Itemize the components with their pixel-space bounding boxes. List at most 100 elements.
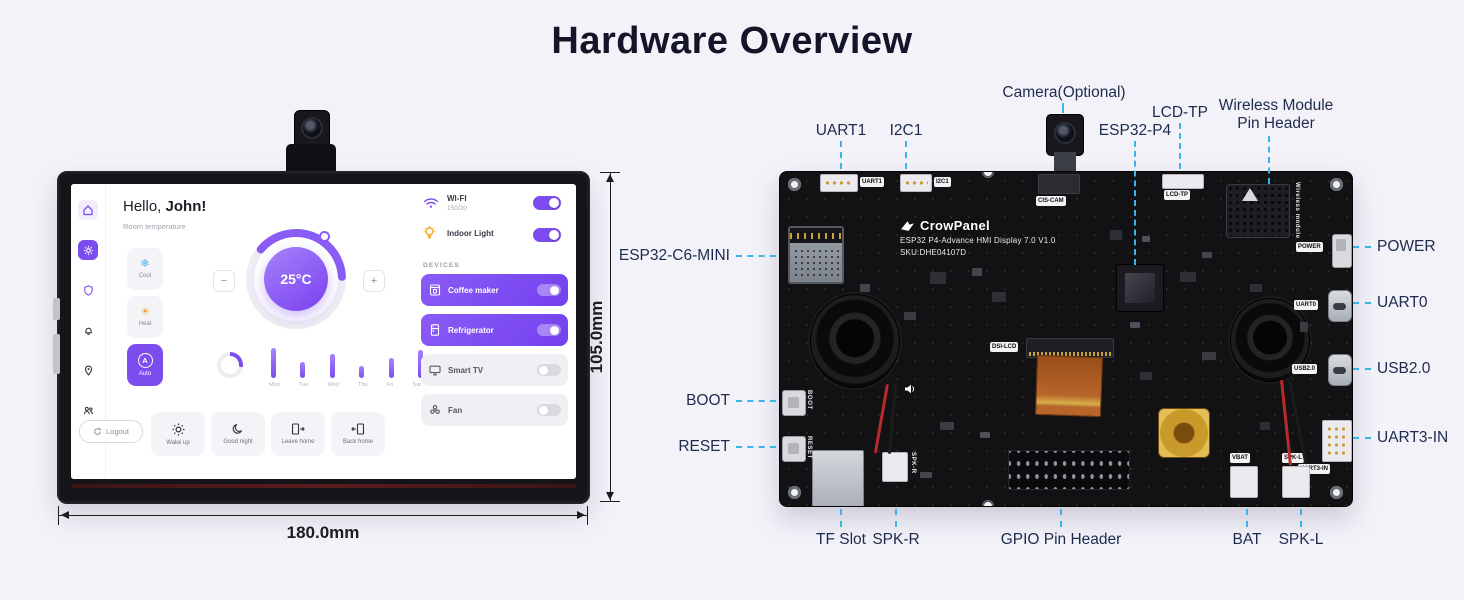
smd-chip xyxy=(1180,272,1196,282)
lcd-tp-silkscreen: LCD-TP xyxy=(1164,190,1190,200)
logout-button: Logout xyxy=(79,420,143,443)
greeting-text: Hello, John! xyxy=(123,198,206,215)
toggle-knob xyxy=(549,198,559,208)
mode-cool-label: Cool xyxy=(138,273,152,279)
shield-icon xyxy=(78,280,98,300)
callout-wireless-line2: Pin Header xyxy=(1237,115,1315,132)
callout-line-spk-r xyxy=(895,509,897,527)
spk-l-connector xyxy=(1282,466,1310,498)
connector-pins xyxy=(904,179,928,187)
wireless-module-header xyxy=(1226,184,1290,238)
callout-line-gpio xyxy=(1060,509,1062,527)
temperature-dial: 25°C xyxy=(241,224,351,334)
smd-chip xyxy=(930,272,946,284)
callout-i2c1: I2C1 xyxy=(889,122,923,139)
display-backlight-edge xyxy=(71,484,576,488)
day-label: Sat xyxy=(412,382,421,388)
callout-line-lcd-tp xyxy=(1179,123,1181,169)
timer-knob xyxy=(217,352,243,378)
smd-chip xyxy=(1260,422,1270,430)
room-temperature-label: Room temperature xyxy=(123,222,186,231)
shortcut-back-home: Back home xyxy=(331,412,385,456)
usage-bar xyxy=(359,366,365,378)
temperature-value: 25°C xyxy=(264,247,328,311)
temp-plus-button: + xyxy=(363,270,385,292)
board-camera-module xyxy=(1046,114,1084,156)
usage-bar xyxy=(271,348,276,378)
device-card-fan: Fan xyxy=(421,394,568,426)
users-icon xyxy=(78,400,98,420)
esp32-p4-chip xyxy=(1116,264,1164,312)
device-card-smart-tv: Smart TV xyxy=(421,354,568,386)
shortcut-label: Leave home xyxy=(281,439,315,445)
uart3-silkscreen: UART3-IN xyxy=(1298,464,1330,474)
callout-usb2: USB2.0 xyxy=(1377,360,1431,377)
day-label: Thu xyxy=(358,382,368,388)
boot-button xyxy=(782,390,806,416)
reset-button xyxy=(782,436,806,462)
bell-icon xyxy=(78,320,98,340)
display-camera-module xyxy=(294,110,330,150)
callout-reset: RESET xyxy=(678,438,730,455)
device-toggle xyxy=(537,404,561,416)
wireless-module-silkscreen: Wireless module xyxy=(1294,182,1300,239)
device-toggle xyxy=(537,324,561,336)
smd-chip xyxy=(992,292,1006,302)
device-name: Coffee maker xyxy=(448,285,499,295)
dsi-lcd-silkscreen: DSI-LCD xyxy=(990,342,1019,352)
wifi-label: WI-FI xyxy=(447,194,467,203)
dimension-arrow xyxy=(577,511,585,519)
usb2-silkscreen: USB2.0 xyxy=(1292,364,1318,374)
mode-heat-tile: ☀ Heat xyxy=(127,296,163,338)
device-name: Smart TV xyxy=(448,365,484,375)
shortcut-wake-up: Wake up xyxy=(151,412,205,456)
callout-line-uart0 xyxy=(1353,302,1371,304)
snowflake-icon: ❄ xyxy=(140,258,150,270)
callout-uart1: UART1 xyxy=(815,122,867,139)
spk-l-silkscreen: SPK-L xyxy=(1282,453,1304,463)
dial-handle xyxy=(319,231,330,242)
device-toggle xyxy=(537,284,561,296)
smd-chip xyxy=(1140,372,1152,380)
device-name: Fan xyxy=(448,405,463,415)
dimension-tick xyxy=(600,501,620,502)
callout-line-tf-slot xyxy=(840,509,842,527)
callout-uart0: UART0 xyxy=(1377,294,1428,311)
smd-chip xyxy=(1202,252,1212,258)
shortcut-leave-home: Leave home xyxy=(271,412,325,456)
vbat-silkscreen: VBAT xyxy=(1230,453,1250,463)
mode-auto-tile: A Auto xyxy=(127,344,163,386)
switch-slider xyxy=(1336,239,1346,251)
callout-line-esp32-p4 xyxy=(1134,141,1136,265)
callout-lcd-tp: LCD-TP xyxy=(1152,104,1208,121)
device-card-coffee-maker: Coffee maker xyxy=(421,274,568,306)
callout-camera: Camera(Optional) xyxy=(1002,84,1126,101)
camera-lens-icon xyxy=(301,117,323,139)
shortcut-label: Good night xyxy=(223,439,253,445)
callout-line-usb2 xyxy=(1353,368,1371,370)
usage-bar xyxy=(388,358,394,378)
speaker-wire-black xyxy=(1288,379,1307,465)
width-dimension-line xyxy=(59,515,587,516)
boot-silkscreen: BOOT xyxy=(806,390,812,410)
width-dimension-label: 180.0mm xyxy=(286,523,360,542)
callout-line-camera xyxy=(1062,103,1064,113)
uart0-usb-port xyxy=(1328,290,1352,322)
edge-notch xyxy=(982,500,994,506)
usb-slot xyxy=(1333,367,1346,374)
usage-bar xyxy=(300,362,306,378)
board-model-line: ESP32 P4-Advance HMI Display 7.0 V1.0 xyxy=(900,236,1056,245)
dimension-tick xyxy=(600,172,620,173)
refrigerator-icon xyxy=(429,324,441,336)
display-side-tab xyxy=(53,298,60,320)
smd-chip xyxy=(1142,236,1150,242)
page-title: Hardware Overview xyxy=(551,20,913,62)
logout-icon xyxy=(94,427,102,435)
callout-line-uart3 xyxy=(1353,437,1371,439)
module-shield-texture xyxy=(793,248,839,279)
day-label: Mon xyxy=(269,382,280,388)
lcd-flex-cable xyxy=(1034,354,1104,418)
callout-line-i2c1 xyxy=(905,141,907,169)
uart3-in-connector xyxy=(1322,420,1352,462)
callout-esp32-p4: ESP32-P4 xyxy=(1098,122,1172,139)
